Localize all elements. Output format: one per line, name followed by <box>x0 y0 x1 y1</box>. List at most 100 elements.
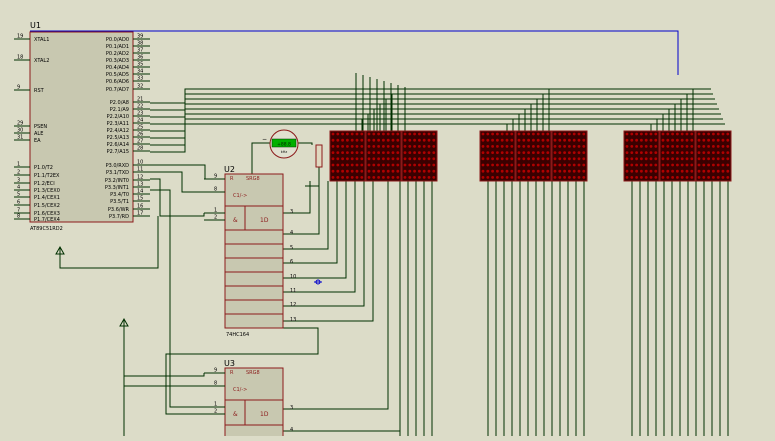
led-dot <box>413 145 416 148</box>
u1-pin-number: 21 <box>137 97 143 103</box>
led-dot <box>386 138 390 142</box>
led-dot <box>568 145 571 148</box>
led-dot <box>403 157 407 161</box>
u1-ref: U1 <box>30 21 41 30</box>
led-dot <box>510 163 514 167</box>
led-dot <box>355 176 359 179</box>
led-dot <box>481 157 485 161</box>
led-dot <box>712 132 715 136</box>
led-dot <box>661 145 665 148</box>
led-dot <box>671 157 674 161</box>
led-dot <box>697 132 701 136</box>
u1-pin-name: RST <box>34 88 45 94</box>
led-dot <box>630 132 634 136</box>
led-dot <box>341 163 344 167</box>
led-dot <box>546 169 550 173</box>
led-dot <box>367 145 371 148</box>
u1-pin-number: 26 <box>137 132 143 138</box>
led-dot <box>372 157 376 161</box>
led-dot <box>517 151 521 155</box>
led-dot <box>496 132 499 136</box>
led-dot <box>396 138 400 142</box>
led-dot <box>702 157 706 161</box>
led-dot <box>360 145 364 148</box>
led-dot <box>418 138 421 142</box>
u1-microcontroller[interactable]: U1 AT89C51RD2 19XTAL118XTAL29RST29PSEN30… <box>14 21 150 232</box>
terminal-icon <box>55 245 65 255</box>
led-dot <box>712 169 715 173</box>
led-dot <box>496 163 499 167</box>
probe-marker-icon[interactable] <box>314 279 322 285</box>
u2-input-pin-number: 2 <box>214 215 217 221</box>
u1-pin-name: P0.3/AD3 <box>106 58 129 64</box>
led-dot <box>396 176 400 179</box>
led-dot <box>341 176 344 179</box>
led-dot <box>527 163 530 167</box>
u1-pin-name: P0.6/AD6 <box>106 79 129 85</box>
led-matrix[interactable] <box>479 130 588 182</box>
led-matrix-displays[interactable] <box>329 130 732 182</box>
led-dot <box>690 145 694 148</box>
led-dot <box>558 169 562 173</box>
led-dot <box>413 151 416 155</box>
led-dot <box>685 169 689 173</box>
led-dot <box>486 163 490 167</box>
led-dot <box>341 138 344 142</box>
u1-pin-name: P2.6/A14 <box>107 142 129 148</box>
led-matrix-module <box>695 130 732 182</box>
led-matrix[interactable] <box>623 130 732 182</box>
led-dot <box>491 145 494 148</box>
u2-data-label: 1D <box>260 217 269 224</box>
led-dot <box>510 145 514 148</box>
led-dot <box>676 145 679 148</box>
led-dot <box>625 169 629 173</box>
led-dot <box>697 157 701 161</box>
u2-shift-register[interactable]: U2 SRG8 R C1/-> & 1D 74HC164 98123456101… <box>204 165 296 338</box>
led-dot <box>685 157 689 161</box>
led-dot <box>355 157 359 161</box>
led-dot <box>391 132 395 136</box>
led-dot <box>386 145 390 148</box>
led-dot <box>422 176 426 179</box>
led-dot <box>666 132 670 136</box>
led-dot <box>422 138 426 142</box>
led-dot <box>517 145 521 148</box>
led-dot <box>391 157 395 161</box>
u2-input-pin-number: 1 <box>214 208 217 214</box>
led-dot <box>377 151 380 155</box>
wire <box>150 164 206 179</box>
led-dot <box>500 176 504 179</box>
resistor <box>315 144 323 168</box>
led-dot <box>546 145 550 148</box>
led-matrix[interactable] <box>329 130 438 182</box>
u2-output-pin-number: 13 <box>290 317 296 323</box>
led-dot <box>527 132 530 136</box>
u1-pin-name: P0.1/AD1 <box>106 44 129 50</box>
led-dot <box>396 163 400 167</box>
wire <box>283 181 329 250</box>
led-dot <box>413 157 416 161</box>
u1-pin-number: 31 <box>17 135 23 141</box>
u1-pin-name: P3.1/TXD <box>106 170 129 176</box>
led-dot <box>360 169 364 173</box>
led-dot <box>644 151 648 155</box>
led-dot <box>685 138 689 142</box>
led-dot <box>546 176 550 179</box>
frequency-meter[interactable]: +88.8 kHz − <box>262 129 305 159</box>
wire <box>150 88 711 153</box>
u3-and-label: & <box>233 411 238 418</box>
led-dot <box>680 151 684 155</box>
led-dot <box>350 169 354 173</box>
led-dot <box>341 169 344 173</box>
led-dot <box>432 138 436 142</box>
led-dot <box>666 176 670 179</box>
u1-pin-name: P2.1/A9 <box>110 107 129 113</box>
led-dot <box>541 151 545 155</box>
led-dot <box>644 157 648 161</box>
u1-pin-name: P3.5/T1 <box>110 199 129 205</box>
led-dot <box>676 169 679 173</box>
led-dot <box>563 145 566 148</box>
led-dot <box>558 132 562 136</box>
